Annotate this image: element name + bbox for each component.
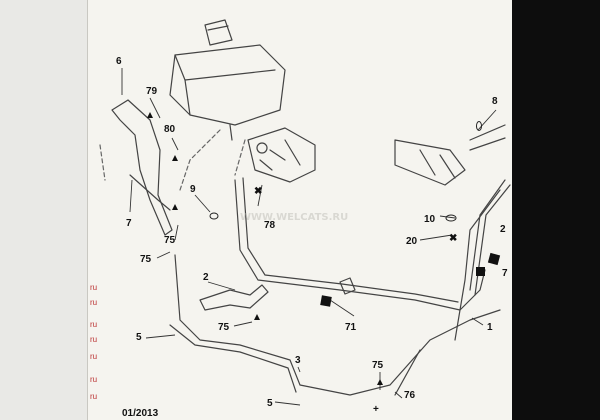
cross-marker: ✖ (254, 186, 262, 197)
callout-label: 75 (218, 322, 230, 333)
pump-unit (247, 127, 316, 183)
callout-label: 78 (264, 220, 276, 231)
left-tag[interactable]: ru (90, 320, 98, 329)
markers: ✖ ✖ + (147, 112, 501, 415)
callout-label: 9 (190, 184, 196, 195)
coolant-reservoir (169, 19, 286, 141)
date-fragment: 01/2013 (122, 408, 159, 419)
triangle-marker (377, 379, 383, 385)
callout-label: 75 (372, 360, 384, 371)
cross-marker: ✖ (449, 233, 457, 244)
callout-label: 71 (345, 322, 357, 333)
callout-label: 75 (164, 235, 176, 246)
pipe-right-riser (454, 189, 501, 341)
triangle-marker (147, 112, 153, 118)
monitor-bezel (512, 0, 600, 420)
square-marker (476, 267, 485, 276)
callout-label: 8 (492, 96, 498, 107)
callout-label: 20 (406, 236, 418, 247)
triangle-marker (172, 204, 178, 210)
callout-label: 80 (164, 124, 176, 135)
left-tag[interactable]: ru (90, 392, 98, 401)
triangle-marker (172, 155, 178, 161)
left-tag[interactable]: ru (90, 283, 98, 292)
callout-label: 1 (487, 322, 493, 333)
cross-marker: + (373, 404, 379, 415)
callout-label: 2 (203, 272, 209, 283)
square-marker (487, 252, 501, 266)
square-marker (320, 295, 332, 307)
callout-label: 75 (140, 254, 152, 265)
o-ring (476, 121, 482, 131)
callout-label: 79 (146, 86, 158, 97)
pipe-1 (234, 177, 511, 311)
steering-rack (394, 124, 506, 186)
pipe-3 (169, 254, 501, 396)
callout-label: 5 (267, 398, 273, 409)
left-tag[interactable]: ru (90, 352, 98, 361)
callout-label: 7 (126, 218, 132, 229)
left-sidebar-strip (0, 0, 88, 420)
callout-label: 5 (136, 332, 142, 343)
hose-7 (111, 99, 173, 236)
dashed-guides (99, 129, 246, 191)
o-ring (209, 212, 219, 220)
pipe-2 (199, 284, 269, 311)
callout-label: 2 (500, 224, 506, 235)
triangle-marker (254, 314, 260, 320)
watermark: WWW.WELCATS.RU (240, 212, 348, 223)
left-tag[interactable]: ru (90, 375, 98, 384)
left-tag[interactable]: ru (90, 298, 98, 307)
left-tag[interactable]: ru (90, 335, 98, 344)
callout-label: 3 (295, 355, 301, 366)
callout-label: 10 (424, 214, 436, 225)
bracket (339, 277, 356, 295)
callout-label: 6 (116, 56, 122, 67)
callout-label: 7 (502, 268, 508, 279)
callout-label: 76 (404, 390, 416, 401)
leader-lines (121, 68, 497, 406)
o-ring (445, 214, 457, 222)
callout-labels: 6 79 80 7 75 75 9 78 2 75 71 5 3 75 76 5… (116, 56, 508, 409)
